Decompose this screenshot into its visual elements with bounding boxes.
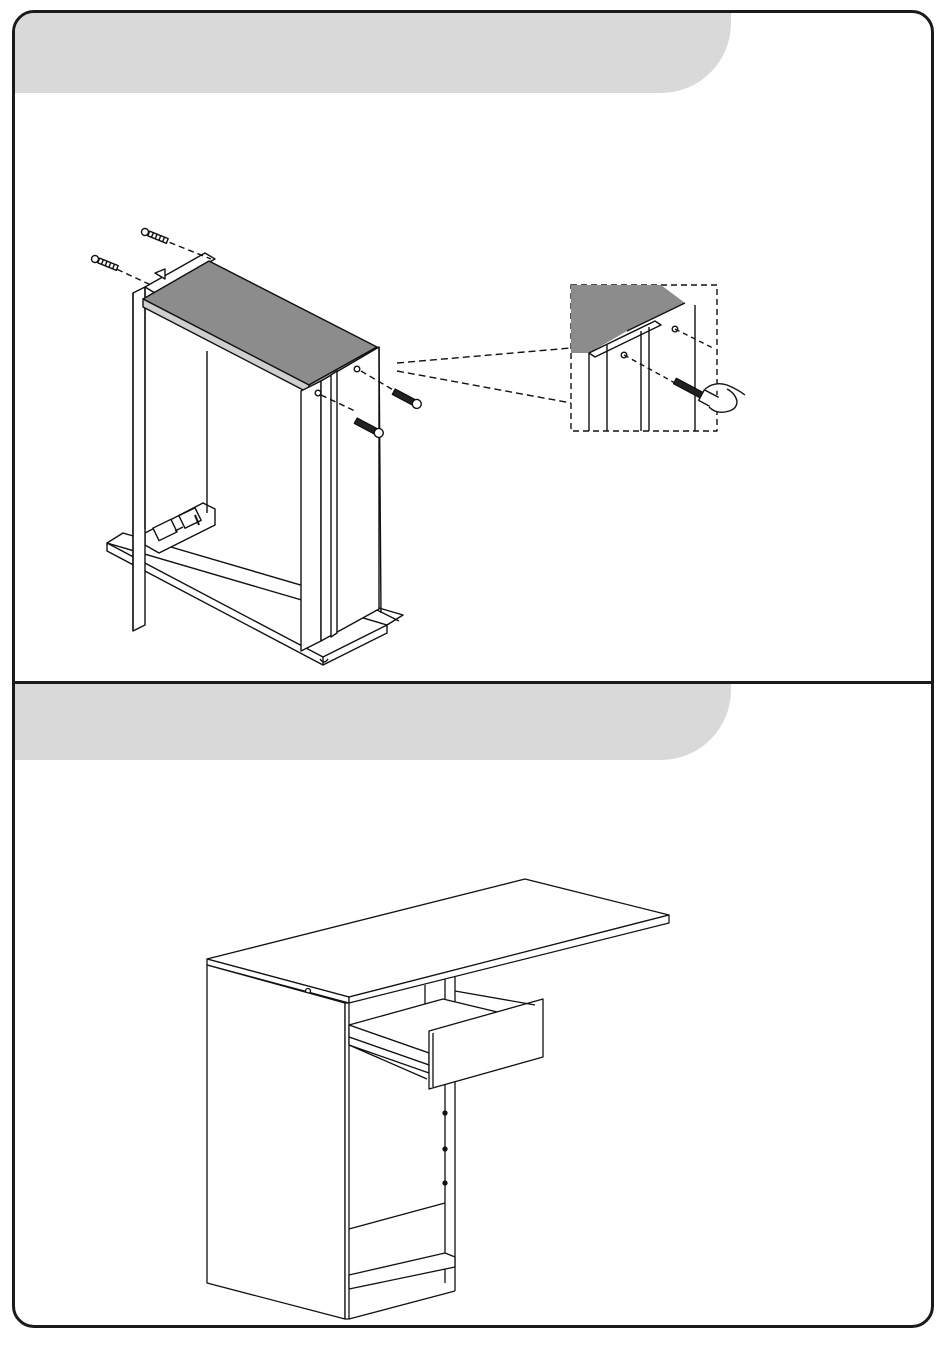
drawer <box>349 991 543 1089</box>
hinge-hardware-icon <box>145 503 215 553</box>
detail-callout <box>397 285 745 431</box>
right-side-panel <box>301 347 381 651</box>
page-frame <box>12 10 934 1328</box>
finished-desk-icon <box>15 684 934 1328</box>
desk-side-panel <box>207 965 345 1319</box>
cabinet-assembly-icon <box>15 13 934 681</box>
